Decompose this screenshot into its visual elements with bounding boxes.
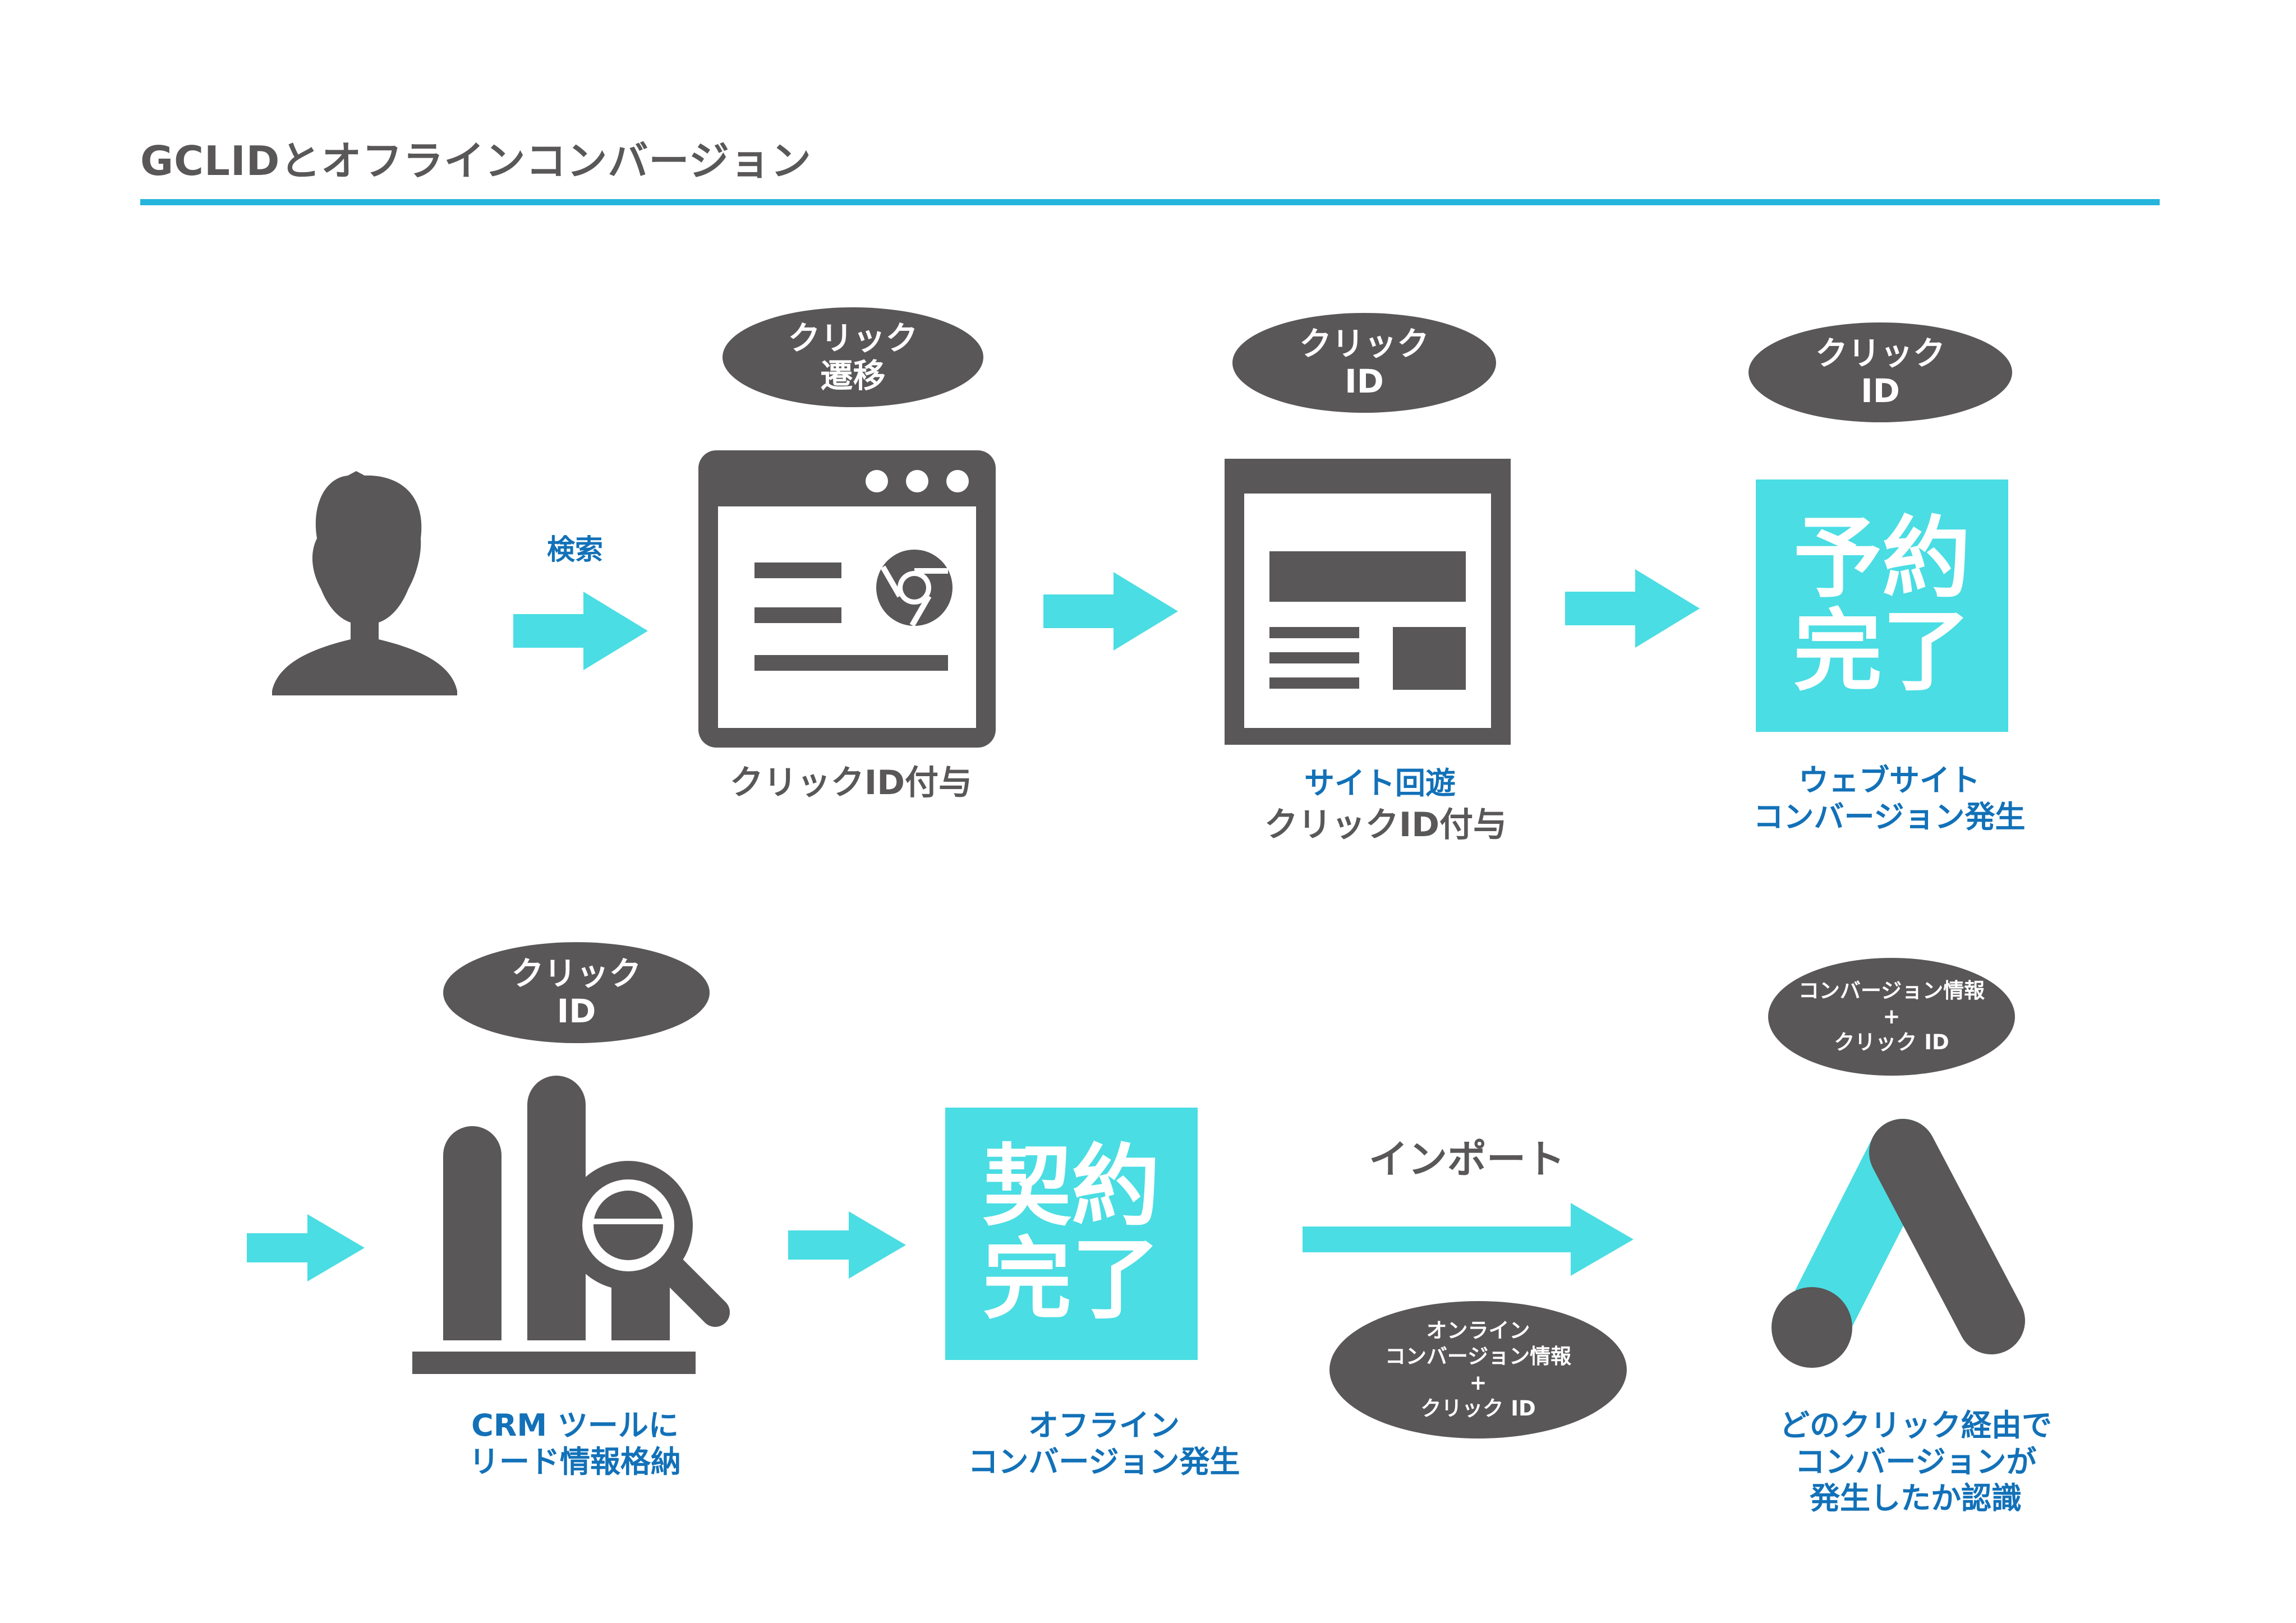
arrow-right-icon [1043, 572, 1178, 651]
caption-line: どのクリック経由で [1779, 1408, 2052, 1443]
pill-line: クリック ID [1420, 1396, 1536, 1421]
site-caption-blue: サイト回遊 [1304, 766, 1456, 801]
caption-line: 発生したか認識 [1810, 1480, 2022, 1516]
title-underline [140, 199, 2160, 205]
contract-complete-box: 契約 完了 [945, 1108, 1198, 1360]
pill-line: クリック [1299, 325, 1429, 363]
pill-line: クリック ID [1834, 1030, 1949, 1055]
google-ads-logo-icon [1772, 1119, 2025, 1368]
pill-ads-data: コンバージョン情報 + クリック ID [1768, 958, 2015, 1076]
pill-line: ID [1861, 372, 1900, 410]
browser-window-icon [698, 450, 996, 748]
arrow-right-icon [247, 1214, 365, 1281]
webpage-layout-icon [1225, 459, 1511, 745]
arrow-right-icon [513, 592, 648, 670]
pill-click-transition: クリック 遷移 [723, 307, 983, 407]
arrow-right-icon [788, 1211, 906, 1279]
caption-line: ウェブサイト [1798, 763, 1980, 798]
pill-click-id-crm: クリック ID [443, 942, 710, 1043]
pill-click-id-site: クリック ID [1232, 313, 1496, 413]
page-title: GCLIDとオフラインコンバージョン [140, 137, 812, 185]
pill-line: ID [1345, 362, 1384, 400]
pill-line: コンバージョン情報 [1384, 1344, 1572, 1369]
booking-complete-box: 予約 完了 [1756, 479, 2008, 732]
pill-click-id-booking: クリック ID [1749, 322, 2012, 422]
box-line: 契約 [983, 1135, 1160, 1239]
caption-line: コンバージョン発生 [968, 1444, 1240, 1479]
box-line: 完了 [983, 1228, 1160, 1331]
arrow-right-icon [1303, 1203, 1634, 1276]
import-label: インポート [1369, 1136, 1565, 1182]
pill-line: クリック [788, 319, 918, 358]
crm-chart-search-icon [412, 1076, 730, 1374]
pill-line: 遷移 [820, 357, 886, 395]
crm-caption: CRM ツールに リード情報格納 [469, 1408, 681, 1481]
pill-line: ID [556, 992, 596, 1030]
chrome-logo-icon [876, 550, 953, 627]
pill-line: オンライン [1426, 1318, 1530, 1343]
pill-line: + [1883, 1004, 1901, 1029]
box-line: 予約 [1793, 507, 1971, 611]
pill-line: + [1469, 1370, 1487, 1395]
search-label: 検索 [547, 533, 603, 566]
site-caption-gray: クリックID付与 [1264, 805, 1507, 845]
caption-line: コンバージョンが [1795, 1444, 2037, 1479]
pill-line: クリック [511, 955, 642, 993]
user-icon [272, 471, 457, 695]
pill-line: クリック [1815, 334, 1945, 373]
booking-caption: ウェブサイト コンバージョン発生 [1754, 763, 2026, 836]
caption-line: CRM ツールに [471, 1408, 679, 1443]
pill-import-data: オンライン コンバージョン情報 + クリック ID [1329, 1301, 1627, 1438]
box-line: 完了 [1793, 600, 1971, 703]
browser-caption: クリックID付与 [729, 763, 973, 803]
contract-caption: オフライン コンバージョン発生 [968, 1408, 1240, 1481]
ads-caption: どのクリック経由で コンバージョンが 発生したか認識 [1779, 1408, 2052, 1516]
caption-line: オフライン [1028, 1408, 1180, 1443]
pill-line: コンバージョン情報 [1798, 978, 1985, 1003]
caption-line: リード情報格納 [469, 1444, 681, 1479]
arrow-right-icon [1565, 569, 1700, 648]
caption-line: コンバージョン発生 [1753, 799, 2026, 834]
